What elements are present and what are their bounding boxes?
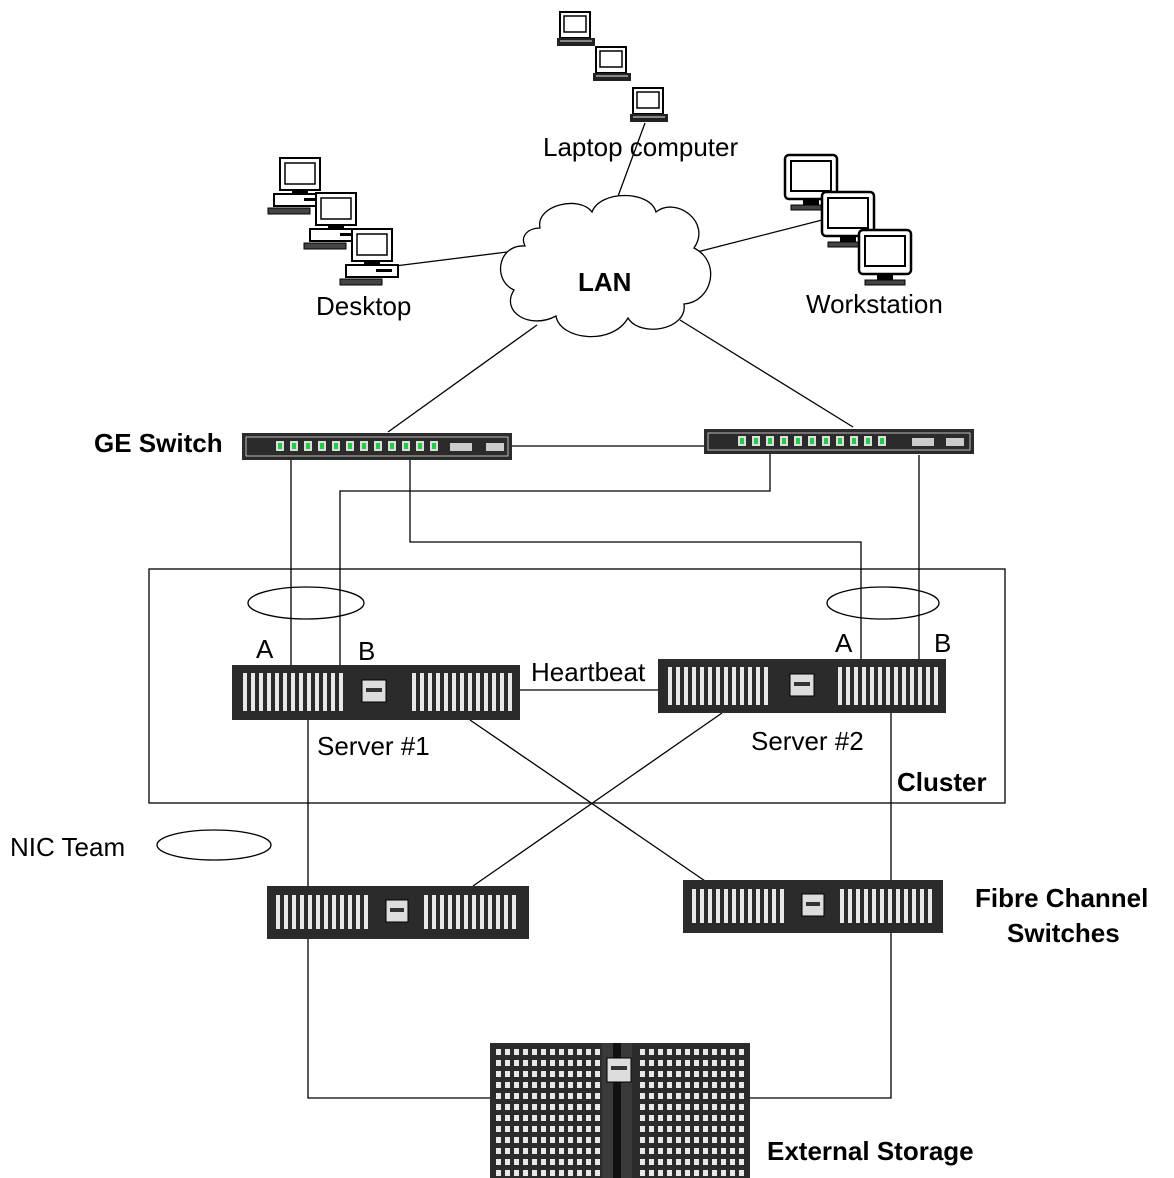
switch-ports bbox=[738, 436, 886, 446]
heartbeat-label: Heartbeat bbox=[531, 657, 646, 687]
server1-port-b-label: B bbox=[358, 636, 375, 666]
fibre-channel-switch-2 bbox=[683, 880, 943, 933]
laptop-label: Laptop computer bbox=[543, 132, 738, 162]
connection-lines bbox=[290, 122, 920, 1099]
server1-label: Server #1 bbox=[317, 731, 430, 761]
fibre-channel-switch-1 bbox=[267, 886, 529, 939]
workstation-icons bbox=[783, 153, 913, 287]
fibre-channel-label-line1: Fibre Channel bbox=[975, 883, 1148, 913]
ge-switch-1 bbox=[242, 433, 512, 460]
laptop-icons bbox=[556, 11, 669, 123]
external-storage-array bbox=[490, 1043, 750, 1178]
cluster-box bbox=[148, 568, 1006, 804]
switch-ports bbox=[276, 441, 438, 451]
nic-team-legend-icon bbox=[156, 829, 272, 861]
server2-label: Server #2 bbox=[751, 726, 864, 756]
ge-switch-2 bbox=[704, 429, 974, 454]
server-1 bbox=[232, 665, 520, 720]
cluster-label: Cluster bbox=[897, 767, 987, 797]
nic-team-ellipse-server1 bbox=[247, 586, 365, 620]
lan-label: LAN bbox=[578, 267, 631, 297]
external-storage-label: External Storage bbox=[767, 1136, 974, 1166]
workstation-label: Workstation bbox=[806, 289, 943, 319]
server-2 bbox=[658, 659, 946, 713]
server2-port-b-label: B bbox=[934, 628, 951, 658]
fibre-channel-label-line2: Switches bbox=[1007, 918, 1120, 948]
desktop-icons bbox=[267, 157, 399, 286]
ge-switch-label: GE Switch bbox=[94, 428, 223, 458]
server1-port-a-label: A bbox=[256, 634, 274, 664]
nic-team-ellipse-server2 bbox=[826, 586, 940, 620]
nic-team-label: NIC Team bbox=[10, 832, 125, 862]
server2-port-a-label: A bbox=[835, 628, 853, 658]
desktop-label: Desktop bbox=[316, 291, 411, 321]
lan-cloud-icon bbox=[499, 194, 712, 338]
